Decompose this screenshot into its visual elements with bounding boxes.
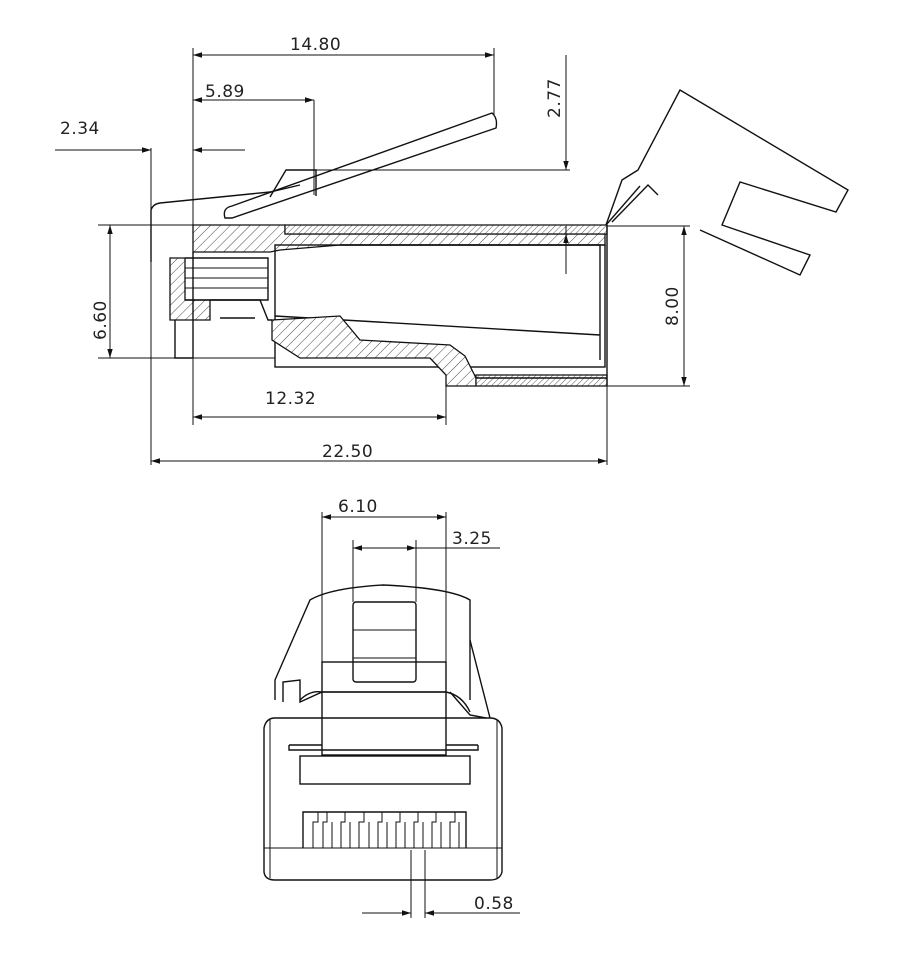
front-extension-lines xyxy=(321,512,447,918)
side-section-view: 14.80 5.89 2.77 2.34 6.60 8.00 xyxy=(55,35,849,465)
extension-lines xyxy=(98,48,690,465)
dim-12-32: 12.32 xyxy=(193,389,446,420)
dim-label-2-77: 2.77 xyxy=(545,78,565,118)
latch-arm xyxy=(150,112,498,262)
plug-body xyxy=(169,224,608,387)
front-plug-body xyxy=(263,717,503,881)
dim-label-0-58: 0.58 xyxy=(474,894,514,914)
rear-boot xyxy=(605,89,849,276)
front-view: 6.10 3.25 0.58 xyxy=(263,497,520,918)
dim-label-12-32: 12.32 xyxy=(265,389,316,409)
dim-14-80: 14.80 xyxy=(193,35,494,58)
dim-label-2-34: 2.34 xyxy=(60,119,100,139)
dim-0-58: 0.58 xyxy=(362,894,520,916)
dim-label-14-80: 14.80 xyxy=(290,35,341,55)
dim-2-77: 2.77 xyxy=(545,55,569,274)
contact-slots xyxy=(302,811,467,848)
dim-8-00: 8.00 xyxy=(663,226,687,386)
dim-label-6-10: 6.10 xyxy=(338,497,378,517)
dim-6-60: 6.60 xyxy=(91,225,113,358)
dim-6-10: 6.10 xyxy=(322,497,446,520)
dim-label-22-50: 22.50 xyxy=(322,442,373,462)
dim-label-3-25: 3.25 xyxy=(452,529,492,549)
dim-label-5-89: 5.89 xyxy=(205,82,245,102)
dim-label-6-60: 6.60 xyxy=(91,300,111,340)
latch-hood xyxy=(274,584,491,719)
dim-22-50: 22.50 xyxy=(151,442,607,464)
dim-2-34: 2.34 xyxy=(55,119,245,153)
latch-tab-block xyxy=(321,601,447,756)
dim-5-89: 5.89 xyxy=(193,82,314,103)
dim-3-25: 3.25 xyxy=(353,529,500,551)
dim-label-8-00: 8.00 xyxy=(663,286,683,326)
